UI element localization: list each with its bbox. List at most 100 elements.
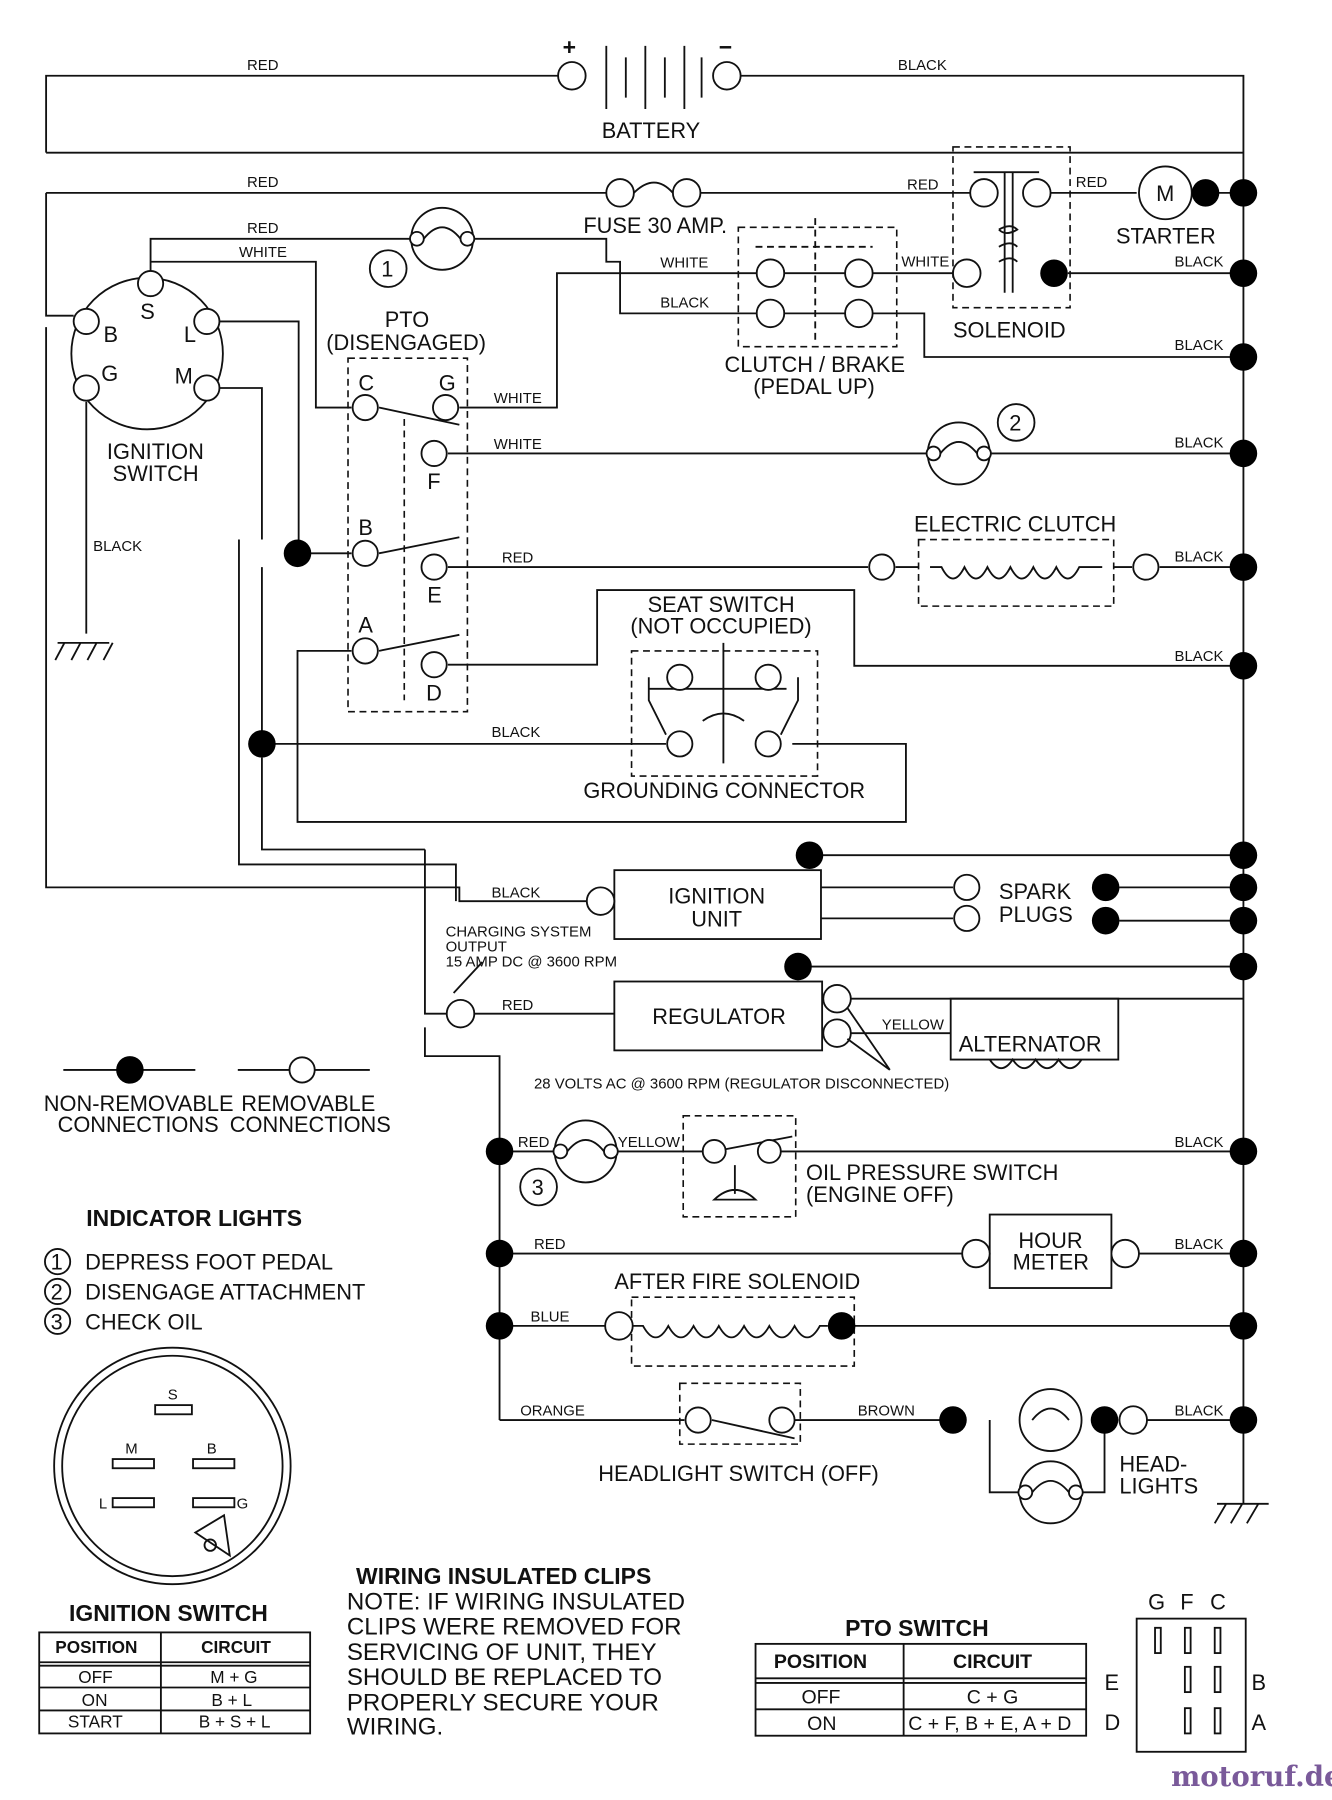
clips-note-title: WIRING INSULATED CLIPS (356, 1563, 651, 1589)
wire-label: BLACK (93, 538, 142, 555)
wire-label: BLACK (1175, 1236, 1224, 1253)
seat-switch-label: SEAT SWITCH (648, 592, 795, 617)
wire-label: WHITE (494, 436, 542, 453)
table-header: CIRCUIT (953, 1651, 1032, 1673)
after-fire-label: AFTER FIRE SOLENOID (614, 1269, 860, 1294)
headlights-label: HEAD- (1119, 1452, 1187, 1477)
wire-label: BROWN (858, 1402, 915, 1419)
headlight-switch: HEADLIGHT SWITCH (OFF) HEAD- LIGHTS (598, 1382, 1269, 1525)
table-cell: C + G (967, 1687, 1018, 1709)
hour-meter: HOUR METER (961, 1213, 1140, 1289)
table-cell: C + F, B + E, A + D (908, 1713, 1071, 1735)
face-label-g: G (237, 1495, 249, 1512)
battery-plus-label: + (563, 34, 576, 60)
pto-terminal-a: A (358, 613, 373, 638)
regulator-label: REGULATOR (652, 1004, 786, 1029)
wire-label: RED (247, 174, 279, 191)
face-label-s: S (168, 1386, 178, 1403)
ignition-table-title: IGNITION SWITCH (69, 1600, 268, 1626)
table-cell: START (68, 1712, 123, 1732)
pto-face-label: D (1105, 1710, 1121, 1735)
clips-note-line: PROPERLY SECURE YOUR (347, 1689, 659, 1716)
table-cell: B + L (211, 1690, 252, 1710)
hour-meter-label: HOUR (1018, 1228, 1082, 1253)
pto-terminal-c: C (358, 370, 374, 395)
terminal-g: G (101, 361, 118, 386)
wire-label: BLACK (1175, 548, 1224, 565)
wire-label: RED (1076, 174, 1108, 191)
grounding-connector-label: GROUNDING CONNECTOR (583, 778, 865, 803)
table-cell: ON (82, 1690, 108, 1710)
indicator-light-1: 1 (368, 206, 476, 288)
wire-label: RED (502, 550, 534, 567)
wire-label: YELLOW (882, 1017, 945, 1034)
oil-pressure-label: OIL PRESSURE SWITCH (806, 1160, 1058, 1185)
wire-label: RED (907, 176, 939, 193)
clips-note-line: CLIPS WERE REMOVED FOR (347, 1614, 682, 1641)
terminal-m: M (175, 363, 193, 388)
charging-output-label: CHARGING SYSTEM (446, 924, 592, 941)
connection-legend: NON-REMOVABLE CONNECTIONS REMOVABLE CONN… (44, 1056, 391, 1137)
table-cell: B + S + L (199, 1712, 271, 1732)
wire-label: BLACK (1175, 1134, 1224, 1151)
ac-note: 28 VOLTS AC @ 3600 RPM (REGULATOR DISCON… (534, 1075, 949, 1092)
ignition-switch-label: IGNITION (107, 439, 204, 464)
battery-minus-label: − (719, 34, 732, 60)
solenoid: SOLENOID (952, 146, 1071, 342)
ignition-switch: S B L G M IGNITION SWITCH (54, 270, 224, 661)
wire-labels: RED BLACK RED RED WHITE RED RED WHITE BL… (93, 57, 1223, 1419)
wire-label: BLACK (1175, 1402, 1224, 1419)
pto-terminal-g: G (439, 370, 456, 395)
pto-sublabel: (DISENGAGED) (326, 330, 486, 355)
face-label-m: M (125, 1440, 137, 1457)
pto-face-label: G (1148, 1589, 1165, 1614)
clips-note-line: WIRING. (347, 1714, 443, 1741)
table-cell: M + G (210, 1667, 257, 1687)
pto-label: PTO (385, 307, 429, 332)
pto-face-label: A (1251, 1710, 1266, 1735)
indicator-1-number: 1 (381, 257, 393, 282)
pto-terminal-e: E (427, 583, 442, 608)
table-header: POSITION (774, 1651, 867, 1673)
wire-label: RED (518, 1134, 550, 1151)
table-header: POSITION (55, 1637, 137, 1657)
starter-motor-label: M (1156, 181, 1174, 206)
pto-face-label: C (1210, 1589, 1226, 1614)
pto-face-label: F (1180, 1589, 1193, 1614)
clips-note-line: SHOULD BE REPLACED TO (347, 1664, 662, 1691)
pto-table-title: PTO SWITCH (845, 1615, 989, 1641)
ignition-unit-label: IGNITION (668, 883, 765, 908)
wire-label: RED (502, 997, 534, 1014)
wire-label: BLACK (1175, 253, 1224, 270)
wire-label: RED (247, 220, 279, 237)
electric-clutch: ELECTRIC CLUTCH (868, 512, 1160, 607)
indicator-item: CHECK OIL (85, 1309, 202, 1334)
legend-removable-2: CONNECTIONS (230, 1112, 391, 1137)
terminal-s: S (140, 299, 155, 324)
wire-label: YELLOW (618, 1134, 681, 1151)
pto-terminal-f: F (427, 469, 440, 494)
table-cell: OFF (78, 1667, 112, 1687)
wire-label: BLACK (1175, 648, 1224, 665)
charging-output-label-2: OUTPUT (446, 939, 507, 956)
wire-label: BLACK (898, 57, 947, 74)
wire-label: ORANGE (520, 1402, 585, 1419)
indicator-lights-title: INDICATOR LIGHTS (86, 1205, 302, 1231)
wire-label: BLUE (531, 1308, 570, 1325)
indicator-item: DISENGAGE ATTACHMENT (85, 1279, 365, 1304)
clips-note: WIRING INSULATED CLIPS NOTE: IF WIRING I… (347, 1563, 685, 1740)
ignition-switch-face: S M B L G (53, 1346, 292, 1586)
pto-switch-table: PTO SWITCH POSITION CIRCUIT OFF C + G ON… (754, 1615, 1088, 1737)
indicator-num: 3 (51, 1309, 63, 1334)
starter-label: STARTER (1116, 223, 1216, 248)
ignition-switch-table: IGNITION SWITCH POSITION CIRCUIT OFF M +… (38, 1600, 312, 1735)
fuse: FUSE 30 AMP. (583, 178, 727, 238)
wire-label: RED (534, 1236, 566, 1253)
oil-pressure-sublabel: (ENGINE OFF) (806, 1182, 954, 1207)
battery-label: BATTERY (602, 118, 701, 143)
legend-non-removable-2: CONNECTIONS (58, 1112, 219, 1137)
charging-output-label-3: 15 AMP DC @ 3600 RPM (446, 954, 617, 971)
battery: + − BATTERY (557, 34, 742, 143)
clips-note-line: SERVICING OF UNIT, THEY (347, 1639, 657, 1666)
wire-label: BLACK (1175, 337, 1224, 354)
